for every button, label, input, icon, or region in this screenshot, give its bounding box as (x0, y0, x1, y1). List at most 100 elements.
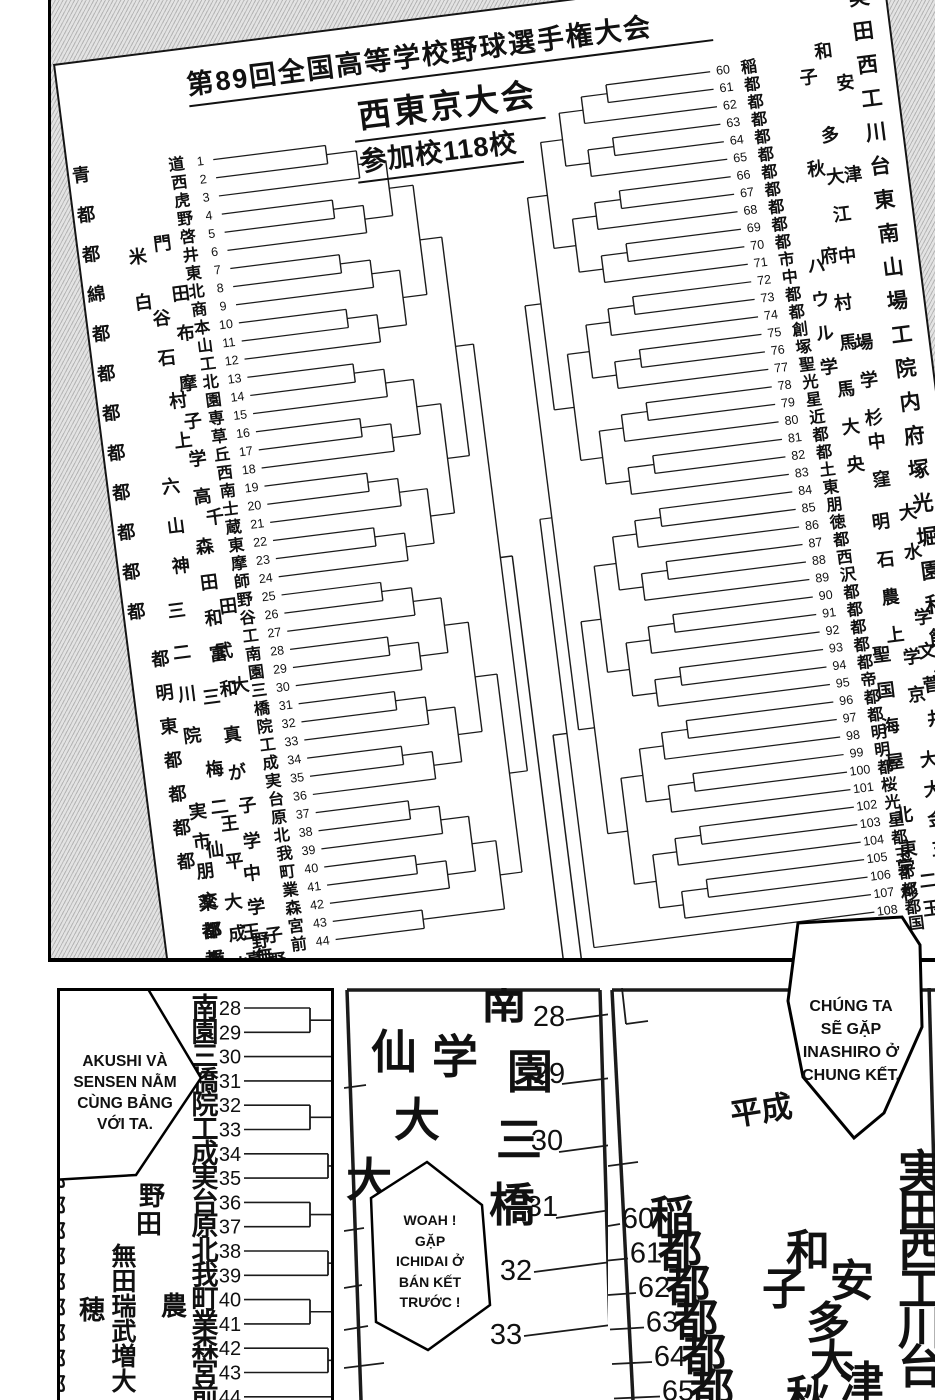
bracket-line (378, 324, 407, 329)
entry-school-char: 工 (259, 736, 277, 755)
entry-number: 75 (767, 325, 783, 341)
entry-school-char: 我 (192, 1260, 219, 1290)
bracket-line (587, 146, 614, 151)
entry-number: 101 (852, 780, 874, 797)
entry-number: 35 (219, 1168, 241, 1190)
bracket-line (354, 368, 384, 374)
bracket-line (625, 228, 742, 245)
entry-school-char: 業 (280, 879, 300, 900)
school-name-column: 聖国海屋 (871, 644, 905, 773)
entry-number: 69 (746, 220, 762, 236)
bracket-line (416, 403, 441, 408)
bracket-line (706, 858, 865, 881)
entry-school-char: 塚 (795, 338, 813, 358)
bracket-line (523, 1324, 612, 1337)
entry-school-char: 都 (841, 582, 860, 603)
bracket-line (332, 909, 423, 923)
bracket-line (664, 736, 841, 760)
bracket-line (241, 326, 349, 342)
bracket-line (344, 1284, 363, 1289)
bracket-line (681, 887, 708, 893)
bracket-line (565, 1013, 612, 1021)
bracket-line (344, 1227, 365, 1232)
school-name-column: 六山神 (161, 475, 192, 577)
entry-number: 40 (219, 1290, 241, 1312)
bracket-line (539, 517, 552, 520)
entry-school-char: 創 (790, 319, 809, 340)
bracket-line (654, 675, 681, 681)
school-name-column: 三 (201, 686, 221, 708)
entry-number: 13 (227, 371, 243, 387)
zoom-school-column: 実田西工川台 (898, 1146, 935, 1393)
entry-school-char: 実 (192, 1162, 219, 1193)
school-name-column: 多大 (820, 123, 846, 188)
bracket-line (284, 600, 383, 614)
bracket-line (524, 303, 541, 307)
speech-bubble-text-middle: WOAH ! GẶP ICHIDAI Ở BÁN KẾT TRƯỚC ! (396, 1212, 464, 1310)
entry-school-char: 稲 (740, 56, 758, 77)
entry-school-char: 宮 (192, 1357, 219, 1388)
entry-school-char: 摩 (230, 553, 248, 574)
entry-number: 42 (309, 897, 325, 913)
entry-number: 71 (753, 255, 769, 271)
bracket-line (388, 641, 419, 647)
entry-school-char: 都 (814, 442, 833, 463)
entry-number: 8 (216, 281, 225, 296)
bracket-line (426, 706, 455, 712)
entry-number: 2 (199, 172, 208, 187)
entry-number: 67 (739, 185, 755, 201)
entry-number: 70 (749, 237, 765, 253)
entry-school-char: 西 (170, 173, 188, 193)
school-name-column: 学杉 (896, 855, 920, 904)
speech-bubble-right (786, 915, 924, 1141)
entry-school-char: 森 (284, 897, 303, 918)
bracket-line (674, 834, 701, 840)
entry-school-char: 都 (752, 126, 771, 147)
bracket-line (272, 527, 374, 542)
entry-number: 18 (241, 462, 257, 478)
bracket-line (389, 184, 414, 189)
bracket-line (621, 988, 627, 1025)
bracket-line (612, 123, 721, 139)
bracket-line (315, 800, 409, 814)
entry-school-char: 都 (845, 599, 864, 620)
entry-school-char: 都 (766, 196, 785, 217)
school-name-column: 武和 (214, 640, 239, 700)
bracket-line (539, 142, 555, 249)
entry-school-char: 台 (267, 789, 285, 810)
entry-school-char: 南 (192, 993, 219, 1023)
entry-school-char: 沢 (839, 564, 858, 585)
entry-school-char: 西 (836, 548, 854, 568)
bracket-line (221, 199, 333, 215)
entry-school-char: 都 (749, 109, 768, 130)
school-name-column: 仙 (204, 838, 224, 861)
bracket-line (340, 259, 371, 265)
entry-number: 36 (292, 788, 308, 804)
bracket-line (565, 162, 590, 167)
bracket-line (447, 870, 476, 876)
entry-school-char: 都 (865, 704, 884, 725)
bracket-line (216, 163, 328, 179)
bracket-line (540, 139, 563, 144)
entry-number: 14 (230, 389, 246, 405)
zoom-school-char: 秋 (786, 1373, 830, 1400)
bracket-line (416, 860, 447, 866)
entry-number: 30 (219, 1047, 241, 1069)
entry-school-char: 聖 (798, 355, 816, 375)
entry-number: 33 (284, 734, 300, 750)
entry-school-char: 都 (896, 862, 915, 883)
bracket-line (558, 113, 567, 167)
entry-number: 104 (862, 832, 884, 849)
bracket-line (357, 160, 386, 166)
zoom-school-char: 橋 (489, 1179, 535, 1231)
bracket-line (395, 696, 426, 702)
bracket-line (626, 639, 650, 644)
bracket-line (281, 581, 381, 596)
bracket-line (444, 621, 469, 626)
bracket-line (601, 252, 628, 257)
bracket-line (381, 587, 412, 593)
entry-school-char: 都 (848, 617, 867, 638)
entry-number: 36 (219, 1192, 241, 1214)
bracket-line (644, 578, 810, 601)
